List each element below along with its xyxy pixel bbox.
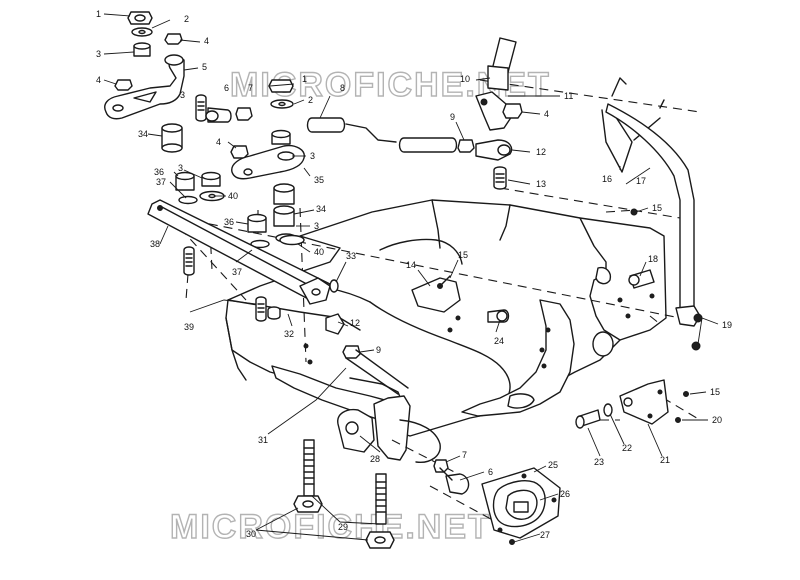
callout-1: 1 [302,74,307,84]
callout-26: 26 [560,489,570,499]
callout-35: 35 [314,175,324,185]
middle-linkage [175,129,305,249]
callout-9: 9 [376,345,381,355]
callout-3: 3 [180,90,185,100]
callout-20: 20 [712,415,722,425]
steering-handlebar [601,77,703,351]
callout-19: 19 [722,320,732,330]
callout-25: 25 [548,460,558,470]
callout-11: 11 [564,91,573,101]
callout-4: 4 [544,109,549,119]
callout-8: 8 [340,83,345,93]
callout-27: 27 [540,530,550,540]
callout-7: 7 [248,83,253,93]
callout-37: 37 [232,267,242,277]
callout-18: 18 [648,254,658,264]
callout-21: 21 [660,455,670,465]
callout-31: 31 [258,435,268,445]
callout-1: 1 [96,9,101,19]
main-frame [225,199,667,463]
callout-4: 4 [204,36,209,46]
callout-12: 12 [350,318,360,328]
callout-33: 33 [346,251,356,261]
callout-40: 40 [314,247,324,257]
callout-38: 38 [150,239,160,249]
callout-32: 32 [284,329,294,339]
callout-5: 5 [202,62,207,72]
callout-39: 39 [184,322,194,332]
callout-3: 3 [310,151,315,161]
callout-37: 37 [156,177,166,187]
callout-9: 9 [450,112,455,122]
callout-12: 12 [536,147,546,157]
callout-6: 6 [488,467,493,477]
callout-7: 7 [462,450,467,460]
callout-24: 24 [494,336,504,346]
watermark-bottom: MICROFICHE.NET [170,508,491,546]
callout-16: 16 [602,174,612,184]
callout-3: 3 [314,221,319,231]
callout-4: 4 [96,75,101,85]
upper-linkage-hardware [104,11,294,153]
callout-13: 13 [536,179,546,189]
callout-15: 15 [710,387,720,397]
callout-6: 6 [224,83,229,93]
callout-14: 14 [406,260,416,270]
callout-4: 4 [216,137,221,147]
tie-rod-assembly [306,37,523,190]
callout-2: 2 [308,95,313,105]
callout-labels: 1 2 3 4 5 4 3 6 7 1 2 8 10 11 4 9 12 13 … [96,9,732,540]
callout-23: 23 [594,457,604,467]
right-frame-hardware [411,208,689,429]
callout-3: 3 [178,163,183,173]
callout-34: 34 [138,129,148,139]
lower-hardware [293,439,561,549]
callout-15: 15 [458,250,468,260]
callout-29: 29 [338,522,348,532]
callout-34: 34 [316,204,326,214]
callout-15: 15 [652,203,662,213]
callout-17: 17 [636,176,646,186]
callout-30: 30 [246,529,256,539]
callout-10: 10 [460,74,470,84]
callout-40: 40 [228,191,238,201]
leader-lines [103,13,719,543]
drag-link-bar [147,199,409,453]
callout-3: 3 [96,49,101,59]
callout-36: 36 [224,217,234,227]
callout-36: 36 [154,167,164,177]
callout-2: 2 [184,14,189,24]
callout-28: 28 [370,454,380,464]
callout-22: 22 [622,443,632,453]
